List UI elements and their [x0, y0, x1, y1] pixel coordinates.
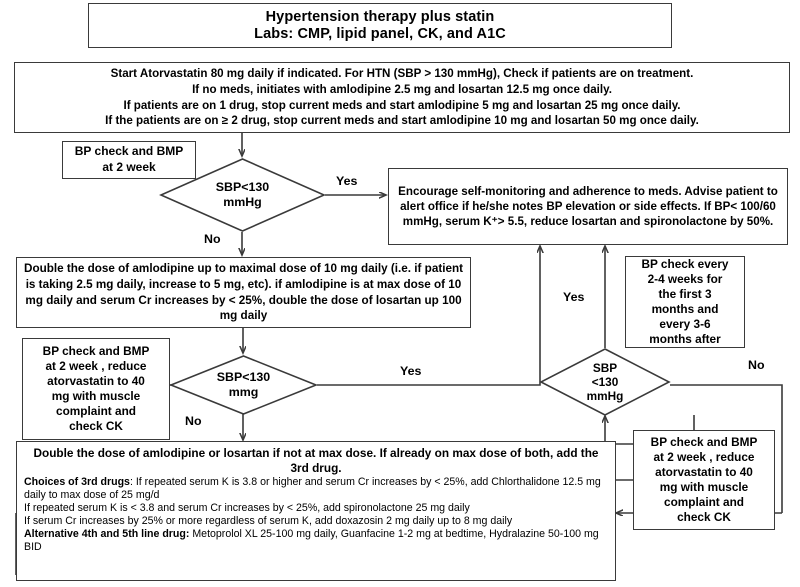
- decision-sbp-130-first: SBP<130 mmHg: [159, 158, 326, 232]
- title-box: Hypertension therapy plus statin Labs: C…: [88, 3, 672, 48]
- bp-check-bmp-2week-text: BP check and BMP at 2 week: [74, 144, 184, 174]
- bp-check-bmp-2week-box: BP check and BMP at 2 week: [62, 141, 196, 179]
- third-drug-alt-line: Alternative 4th and 5th line drug: Metop…: [24, 528, 608, 554]
- start-protocol-text: Start Atorvastatin 80 mg daily if indica…: [105, 67, 699, 128]
- bp-check-every-2-4-weeks-text: BP check every 2-4 weeks for the first 3…: [641, 257, 729, 346]
- bp-check-reduce-atorvastatin-left-text: BP check and BMP at 2 week , reduce ator…: [42, 344, 150, 433]
- third-drug-alt-rest: Metoprolol XL 25-100 mg daily, Guanfacin…: [24, 528, 599, 554]
- edge-label-no-1: No: [204, 232, 221, 246]
- diamond-shape-3: [539, 348, 671, 416]
- third-drug-choices-box: Double the dose of amlodipine or losarta…: [16, 441, 616, 581]
- third-drug-heading: Double the dose of amlodipine or losarta…: [33, 446, 599, 475]
- decision-sbp-130-third: SBP <130 mmHg: [539, 348, 671, 416]
- diamond-shape-1: [159, 158, 326, 232]
- edge-label-yes-1: Yes: [336, 174, 358, 188]
- bp-check-reduce-atorvastatin-right-box: BP check and BMP at 2 week , reduce ator…: [633, 430, 775, 530]
- third-drug-choices-line-2: If repeated serum K is < 3.8 and serum C…: [24, 502, 470, 515]
- edge-label-no-3: No: [748, 358, 765, 372]
- encourage-self-monitoring-box: Encourage self-monitoring and adherence …: [388, 168, 788, 245]
- third-drug-choices-label: Choices of 3rd drugs: [24, 476, 130, 489]
- double-amlodipine-dose-box: Double the dose of amlodipine up to maxi…: [16, 257, 471, 328]
- edge-label-no-2: No: [185, 414, 202, 428]
- third-drug-choices-line-1: Choices of 3rd drugs: If repeated serum …: [24, 476, 608, 502]
- bp-check-reduce-atorvastatin-left-box: BP check and BMP at 2 week , reduce ator…: [22, 338, 170, 440]
- bp-check-reduce-atorvastatin-right-text: BP check and BMP at 2 week , reduce ator…: [650, 435, 758, 524]
- diamond-shape-2: [168, 355, 319, 415]
- edge-label-yes-3: Yes: [563, 290, 585, 304]
- start-protocol-box: Start Atorvastatin 80 mg daily if indica…: [14, 62, 790, 133]
- double-amlodipine-dose-text: Double the dose of amlodipine up to maxi…: [24, 261, 463, 323]
- bp-check-every-2-4-weeks-box: BP check every 2-4 weeks for the first 3…: [625, 256, 745, 348]
- edge-label-yes-2: Yes: [400, 364, 422, 378]
- encourage-self-monitoring-text: Encourage self-monitoring and adherence …: [398, 184, 778, 229]
- third-drug-choices-line-1-rest: : If repeated serum K is 3.8 or higher a…: [24, 476, 601, 502]
- third-drug-choices-line-3: If serum Cr increases by 25% or more reg…: [24, 515, 513, 528]
- title-text: Hypertension therapy plus statin Labs: C…: [254, 8, 506, 42]
- decision-sbp-130-second: SBP<130 mmg: [168, 355, 319, 415]
- third-drug-alt-label: Alternative 4th and 5th line drug:: [24, 528, 190, 541]
